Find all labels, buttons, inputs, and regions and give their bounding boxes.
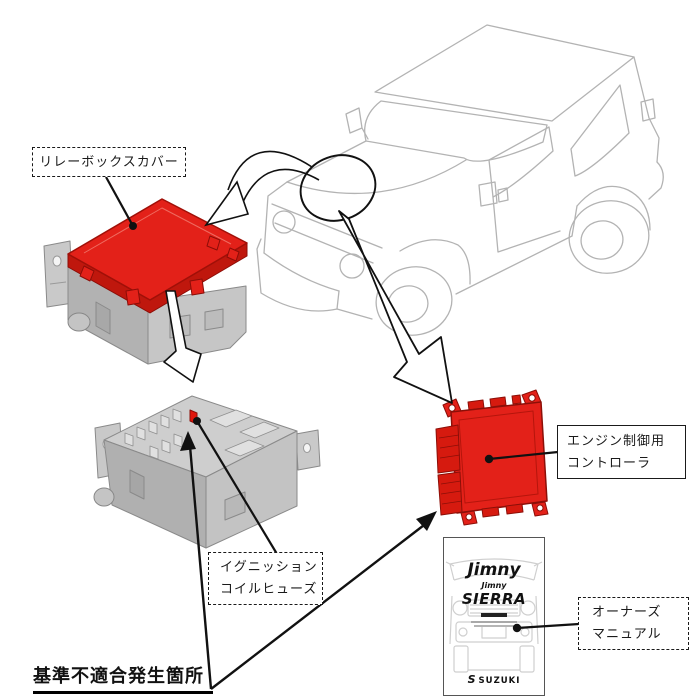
ignition-coil-fuse-label: イグニッション コイルヒューズ [208, 552, 323, 605]
owners-manual-label-line1: オーナーズ [592, 604, 662, 619]
down-arrow-to-fuse-box [163, 290, 202, 383]
curved-arrow-to-relay-box [204, 150, 320, 227]
booklet-logo-jimny: Jimny [467, 560, 521, 580]
owners-manual-label: オーナーズ マニュアル [578, 597, 689, 650]
booklet-title-bar [481, 613, 507, 617]
ignition-coil-fuse-label-line1: イグニッション [220, 559, 318, 574]
booklet-subtext-bar [474, 625, 514, 627]
nonconformity-location-label: 基準不適合発生箇所 [33, 662, 213, 694]
booklet-logo-jimny-small: Jimny [481, 581, 507, 590]
booklet-subtext-bar [471, 621, 517, 623]
car-illustration [256, 24, 664, 336]
suzuki-s-icon: S [467, 673, 477, 686]
engine-controller-label-line2: コントローラ [567, 455, 652, 470]
relay-box-cover-label: リレーボックスカバー [32, 147, 186, 177]
engine-controller-label-line1: エンジン制御用 [567, 433, 666, 448]
leader-lines [105, 176, 580, 630]
leader-dots [129, 222, 522, 633]
fuse-box-open [93, 395, 321, 549]
long-arrow-to-ecu [338, 210, 453, 404]
suzuki-wordmark: SUZUKI [478, 676, 521, 686]
booklet-car-outline [445, 558, 543, 673]
relay-box-assembly [43, 198, 248, 365]
engine-controller-label: エンジン制御用 コントローラ [557, 425, 686, 479]
hood-area-ellipse [299, 154, 377, 222]
ignition-coil-fuse-label-line2: コイルヒューズ [220, 581, 318, 596]
relay-box-cover-part [67, 198, 248, 314]
booklet-logo-sierra: SIERRA [461, 590, 527, 608]
callout-overlay [105, 150, 580, 690]
relay-box-cover-label-text: リレーボックスカバー [39, 154, 179, 169]
nonconformity-location-label-text: 基準不適合発生箇所 [33, 666, 204, 686]
nonconformity-arrows [180, 431, 437, 690]
owners-manual-label-line2: マニュアル [592, 626, 662, 641]
